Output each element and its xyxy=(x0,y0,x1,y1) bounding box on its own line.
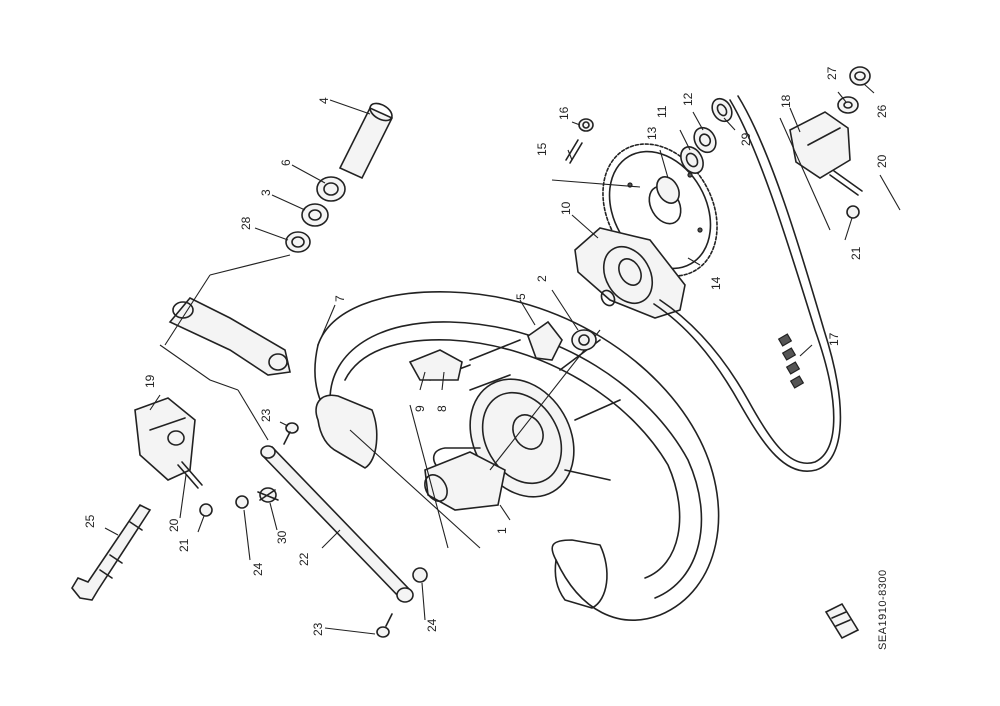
callout-24b: 24 xyxy=(425,618,439,632)
callout-19: 19 xyxy=(143,374,157,388)
callout-7: 7 xyxy=(333,295,347,302)
callout-15: 15 xyxy=(535,142,549,156)
wheel-hub xyxy=(424,339,621,511)
chain-adjuster-left xyxy=(134,397,203,489)
callout-25: 25 xyxy=(83,514,97,528)
callout-21b: 21 xyxy=(177,538,191,552)
callout-30: 30 xyxy=(275,530,289,544)
callout-8: 8 xyxy=(435,405,449,412)
drive-chain xyxy=(653,95,842,473)
callout-12: 12 xyxy=(681,92,695,106)
callout-24a: 24 xyxy=(251,562,265,576)
callout-26: 26 xyxy=(875,104,889,118)
torque-arm xyxy=(159,254,291,391)
brake-bracket xyxy=(527,320,597,361)
callout-23a: 23 xyxy=(259,408,273,422)
callout-1: 1 xyxy=(495,527,509,534)
callout-21a: 21 xyxy=(849,246,863,260)
figure-code: SEA1910-8300 xyxy=(877,569,889,650)
callout-9: 9 xyxy=(413,405,427,412)
chain-adjuster-right xyxy=(779,66,901,231)
callout-6: 6 xyxy=(279,159,293,166)
callout-3: 3 xyxy=(259,189,273,196)
fasteners xyxy=(199,422,428,638)
callout-17: 17 xyxy=(827,332,841,346)
callout-27: 27 xyxy=(825,66,839,80)
callout-20a: 20 xyxy=(875,154,889,168)
brake-rod xyxy=(237,389,414,603)
sprocket-bearings xyxy=(656,97,733,204)
callout-4: 4 xyxy=(317,97,331,104)
tire xyxy=(314,291,720,621)
callout-2: 2 xyxy=(535,275,549,282)
callout-18: 18 xyxy=(779,94,793,108)
rear-axle xyxy=(71,503,152,601)
callout-14: 14 xyxy=(709,276,723,290)
callout-16: 16 xyxy=(557,106,571,120)
caliper xyxy=(408,349,463,381)
callout-29: 29 xyxy=(739,132,753,146)
callout-5: 5 xyxy=(514,293,528,300)
callout-22: 22 xyxy=(297,552,311,566)
callout-labels: 1 2 3 4 5 6 7 8 9 10 11 12 13 14 15 16 1… xyxy=(83,66,889,636)
axle-spacer-stack xyxy=(285,102,394,253)
callout-28: 28 xyxy=(239,216,253,230)
figure-badge xyxy=(824,602,860,640)
callout-20b: 20 xyxy=(167,518,181,532)
callout-23b: 23 xyxy=(311,622,325,636)
callout-10: 10 xyxy=(559,201,573,215)
callout-11: 11 xyxy=(655,105,669,118)
leader-lines xyxy=(104,83,875,635)
callout-13: 13 xyxy=(645,126,659,140)
sprocket-carrier xyxy=(574,227,686,319)
